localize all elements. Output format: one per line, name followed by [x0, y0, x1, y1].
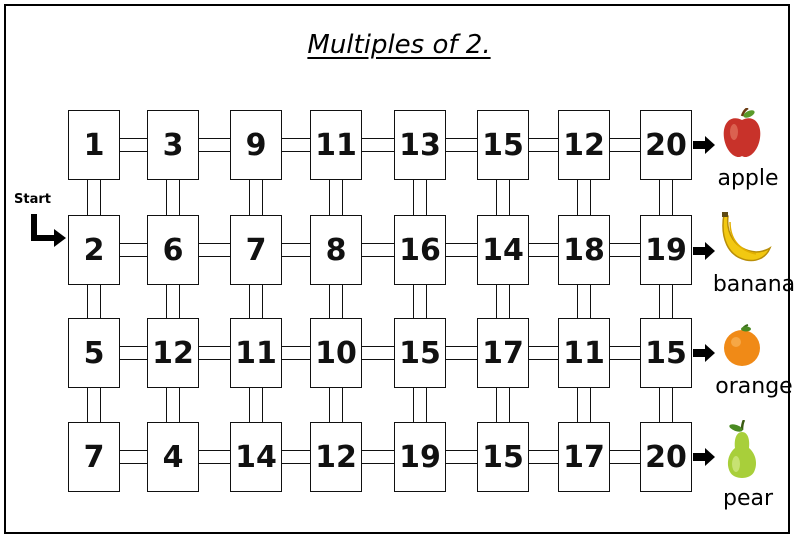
path-connector [610, 450, 640, 464]
maze-cell[interactable]: 16 [394, 215, 446, 285]
path-connector [446, 450, 477, 464]
arrow-right-icon [693, 242, 717, 260]
path-connector [282, 450, 310, 464]
path-connector [496, 180, 510, 215]
maze-cell[interactable]: 11 [230, 318, 282, 388]
arrow-right-icon [693, 344, 717, 362]
maze-cell[interactable]: 5 [68, 318, 120, 388]
path-connector [199, 138, 230, 152]
maze-cell[interactable]: 12 [147, 318, 199, 388]
banana-icon [716, 212, 772, 264]
maze-cell[interactable]: 10 [310, 318, 362, 388]
path-connector [577, 180, 591, 215]
maze-cell[interactable]: 3 [147, 110, 199, 180]
path-connector [199, 243, 230, 257]
fruit-label-orange: orange [709, 374, 798, 399]
path-connector [249, 388, 263, 422]
fruit-label-apple: apple [703, 166, 793, 191]
maze-cell[interactable]: 2 [68, 215, 120, 285]
maze-cell[interactable]: 15 [394, 318, 446, 388]
path-connector [362, 346, 394, 360]
path-connector [249, 285, 263, 318]
path-connector [87, 180, 101, 215]
maze-cell[interactable]: 18 [558, 215, 610, 285]
fruit-label-pear: pear [703, 486, 793, 511]
path-connector [446, 346, 477, 360]
path-connector [610, 346, 640, 360]
path-connector [120, 138, 147, 152]
maze-cell[interactable]: 19 [394, 422, 446, 492]
path-connector [529, 138, 558, 152]
path-connector [166, 388, 180, 422]
path-connector [659, 180, 673, 215]
maze-cell[interactable]: 15 [477, 110, 529, 180]
path-connector [496, 388, 510, 422]
maze-cell[interactable]: 20 [640, 110, 692, 180]
path-connector [166, 180, 180, 215]
path-connector [120, 450, 147, 464]
arrow-right-icon [693, 448, 717, 466]
maze-cell[interactable]: 15 [640, 318, 692, 388]
path-connector [610, 138, 640, 152]
maze-cell[interactable]: 20 [640, 422, 692, 492]
path-connector [577, 285, 591, 318]
maze-cell[interactable]: 19 [640, 215, 692, 285]
path-connector [413, 180, 427, 215]
path-connector [362, 450, 394, 464]
maze-cell[interactable]: 4 [147, 422, 199, 492]
maze-cell[interactable]: 13 [394, 110, 446, 180]
path-connector [413, 388, 427, 422]
maze-cell[interactable]: 6 [147, 215, 199, 285]
path-connector [87, 388, 101, 422]
maze-cell[interactable]: 8 [310, 215, 362, 285]
maze-cell[interactable]: 11 [310, 110, 362, 180]
path-connector [577, 388, 591, 422]
path-connector [329, 388, 343, 422]
path-connector [659, 285, 673, 318]
maze-cell[interactable]: 14 [477, 215, 529, 285]
path-connector [166, 285, 180, 318]
path-connector [249, 180, 263, 215]
path-connector [659, 388, 673, 422]
path-connector [413, 285, 427, 318]
maze-cell[interactable]: 12 [558, 110, 610, 180]
path-connector [362, 243, 394, 257]
path-connector [329, 285, 343, 318]
maze-cell[interactable]: 9 [230, 110, 282, 180]
fruit-label-banana: banana [709, 272, 798, 297]
path-connector [529, 346, 558, 360]
maze-cell[interactable]: 15 [477, 422, 529, 492]
maze-cell[interactable]: 7 [230, 215, 282, 285]
path-connector [87, 285, 101, 318]
path-connector [446, 243, 477, 257]
maze-cell[interactable]: 17 [477, 318, 529, 388]
apple-icon [722, 108, 762, 162]
maze-cell[interactable]: 17 [558, 422, 610, 492]
maze-cell[interactable]: 12 [310, 422, 362, 492]
maze-cell[interactable]: 14 [230, 422, 282, 492]
path-connector [529, 243, 558, 257]
path-connector [120, 346, 147, 360]
maze-cell[interactable]: 11 [558, 318, 610, 388]
maze-cell[interactable]: 7 [68, 422, 120, 492]
path-connector [282, 243, 310, 257]
orange-icon [722, 324, 762, 368]
path-connector [529, 450, 558, 464]
pear-icon [722, 420, 762, 482]
path-connector [282, 138, 310, 152]
path-connector [120, 243, 147, 257]
path-connector [329, 180, 343, 215]
arrow-right-icon [693, 136, 717, 154]
path-connector [199, 450, 230, 464]
path-connector [199, 346, 230, 360]
path-connector [446, 138, 477, 152]
path-connector [496, 285, 510, 318]
path-connector [610, 243, 640, 257]
maze-cell[interactable]: 1 [68, 110, 120, 180]
path-connector [362, 138, 394, 152]
path-connector [282, 346, 310, 360]
